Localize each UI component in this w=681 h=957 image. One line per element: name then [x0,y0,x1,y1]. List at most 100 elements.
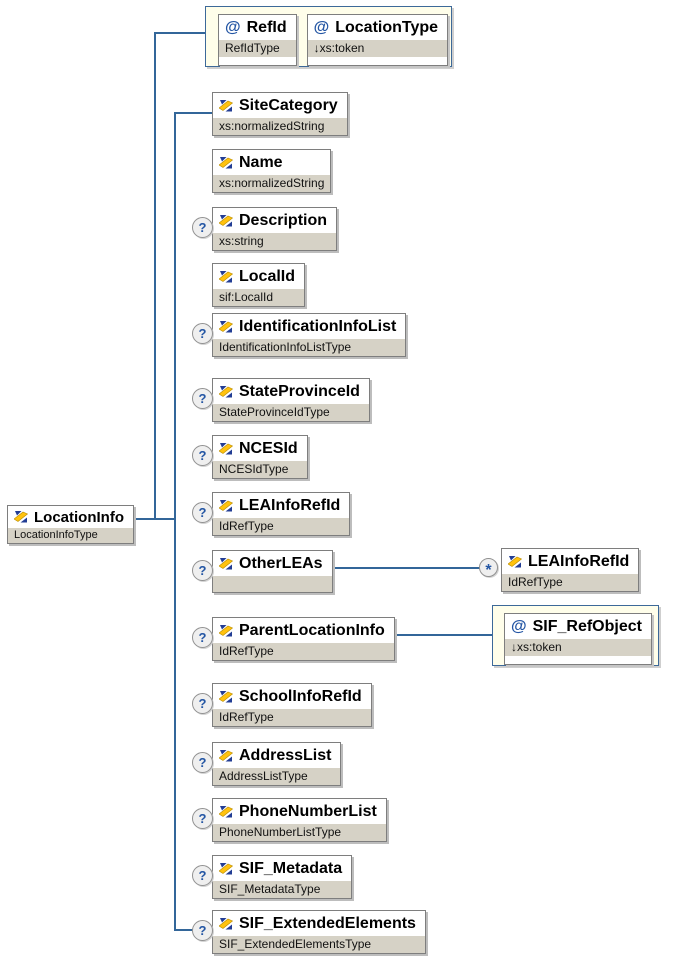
element-title: SchoolInfoRefId [213,684,371,709]
attribute-box-refid[interactable]: @ RefId RefIdType [218,14,297,66]
element-title: NCESId [213,436,307,461]
connector-line [360,634,496,636]
optional-marker: ? [192,752,213,773]
element-box-leainforefid-child[interactable]: LEAInfoRefId IdRefType [501,548,640,592]
element-name: LocalId [239,267,296,285]
optional-marker: ? [192,388,213,409]
element-name: SIF_Metadata [239,859,343,877]
element-icon [14,511,28,523]
element-name: SchoolInfoRefId [239,687,362,705]
element-type: IdRefType [502,574,639,591]
element-name: SIF_ExtendedElements [239,914,416,932]
attribute-name: RefId [246,18,287,36]
attribute-name: LocationType [335,18,439,36]
element-type: sif:LocalId [213,289,305,306]
optional-marker: ? [192,445,213,466]
element-icon [219,690,233,703]
optional-marker: ? [192,502,213,523]
connector-line [174,112,216,114]
element-icon [219,270,233,283]
element-name: PhoneNumberList [239,802,377,820]
optional-marker: ? [192,920,213,941]
element-icon [219,214,233,227]
element-type: AddressListType [213,768,341,785]
element-type: IdentificationInfoListType [213,339,406,356]
element-name: LocationInfo [34,508,124,526]
element-box-locationinfo[interactable]: LocationInfo LocationInfoType [7,505,134,544]
element-type: IdRefType [213,709,371,726]
element-type: StateProvinceIdType [213,404,369,421]
element-title: OtherLEAs [213,551,332,576]
element-icon [219,499,233,512]
element-icon [219,320,233,333]
element-title: SIF_Metadata [213,856,351,881]
connector-line [310,567,490,569]
element-name: OtherLEAs [239,554,323,572]
element-title: LocalId [213,264,304,289]
element-icon [219,99,233,112]
element-type: SIF_MetadataType [213,881,352,898]
element-box-name[interactable]: Name xs:normalizedString [212,149,332,193]
optional-marker: ? [192,560,213,581]
element-icon [219,156,233,169]
optional-marker: ? [192,865,213,886]
element-icon [508,555,522,568]
element-title: Name [213,150,330,175]
element-type: SIF_ExtendedElementsType [213,936,425,953]
optional-marker: ? [192,627,213,648]
attribute-box-locationtype[interactable]: @ LocationType ↓xs:token [306,14,449,66]
optional-marker: ? [192,693,213,714]
element-title: PhoneNumberList [213,799,386,824]
element-type: IdRefType [213,518,350,535]
attribute-box-sif-refobject[interactable]: @ SIF_RefObject ↓xs:token [504,613,652,665]
element-name: IdentificationInfoList [239,317,397,335]
element-title: Description [213,208,336,233]
element-type: xs:normalizedString [213,175,331,192]
element-box-localid[interactable]: LocalId sif:LocalId [212,263,306,307]
element-name: Name [239,153,283,171]
element-title: ParentLocationInfo [213,618,394,643]
element-name: StateProvinceId [239,382,360,400]
element-name: LEAInfoRefId [528,552,630,570]
element-icon [219,749,233,762]
element-name: SiteCategory [239,96,338,114]
element-type: xs:string [213,233,337,250]
attribute-title: @ SIF_RefObject [505,614,651,639]
element-title: IdentificationInfoList [213,314,405,339]
element-name: NCESId [239,439,298,457]
element-icon [219,624,233,637]
element-type: NCESIdType [213,461,307,478]
element-type: PhoneNumberListType [213,824,386,841]
optional-marker: ? [192,808,213,829]
attribute-group-sif-refobject: @ SIF_RefObject ↓xs:token [492,605,659,666]
optional-marker: ? [192,323,213,344]
element-type: IdRefType [213,643,394,660]
element-name: LEAInfoRefId [239,496,341,514]
attribute-type: ↓xs:token [505,639,651,656]
element-title: LEAInfoRefId [502,549,638,574]
element-type: xs:normalizedString [213,118,347,135]
element-icon [219,385,233,398]
attribute-group: @ RefId RefIdType @ LocationType ↓xs:tok… [205,6,452,67]
connector-line [174,112,176,931]
attribute-icon: @ [511,617,527,635]
element-title: LEAInfoRefId [213,493,349,518]
element-icon [219,862,233,875]
element-box-sitecategory[interactable]: SiteCategory xs:normalizedString [212,92,348,136]
element-title: StateProvinceId [213,379,369,404]
repeat-marker: * [479,558,498,578]
element-icon [219,917,233,930]
element-box-otherleas[interactable]: OtherLEAs [212,550,333,593]
